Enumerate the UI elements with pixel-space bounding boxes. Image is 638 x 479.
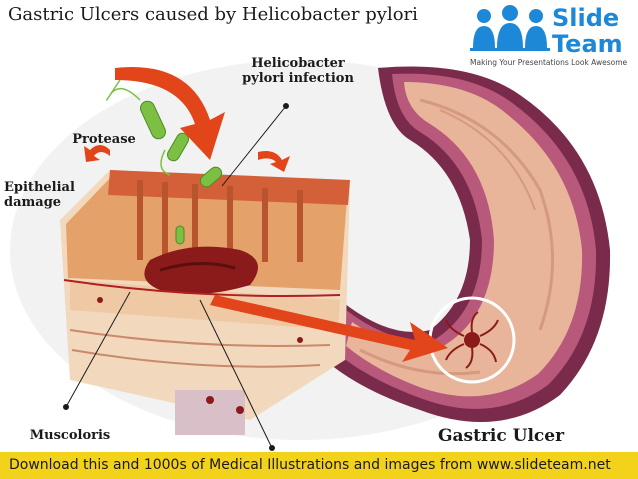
callout-lines — [63, 103, 289, 451]
label-helicobacter-line2: pylori infection — [242, 71, 354, 86]
label-epithelial: Epithelial damage — [4, 180, 75, 210]
stomach — [325, 66, 611, 422]
label-muscoloris: Muscoloris — [29, 428, 111, 443]
footer-text[interactable]: Download this and 1000s of Medical Illus… — [9, 457, 611, 473]
people-logo-icon — [470, 5, 550, 51]
label-helicobacter: Helicobacter pylori infection — [236, 56, 360, 86]
logo-brand-line2: Team — [552, 30, 623, 58]
page-title: Gastric Ulcers caused by Helicobacter py… — [8, 4, 418, 25]
label-protease: Protease — [72, 132, 136, 147]
gastric-ulcer-illustration — [10, 60, 611, 451]
footer-banner[interactable]: Download this and 1000s of Medical Illus… — [0, 452, 638, 479]
process-arrows — [84, 67, 448, 362]
label-epithelial-line1: Epithelial — [4, 180, 75, 195]
logo-tagline: Making Your Presentations Look Awesome — [470, 58, 628, 67]
slideteam-logo[interactable]: Slide Team Making Your Presentations Loo… — [470, 4, 636, 70]
logo-brand-line1: Slide — [552, 4, 620, 32]
label-helicobacter-line1: Helicobacter — [251, 56, 345, 71]
label-epithelial-line2: damage — [4, 195, 62, 210]
tissue-cross-section — [60, 170, 350, 435]
helicobacter-bacteria — [105, 79, 223, 245]
label-gastric-ulcer: Gastric Ulcer — [438, 426, 565, 446]
